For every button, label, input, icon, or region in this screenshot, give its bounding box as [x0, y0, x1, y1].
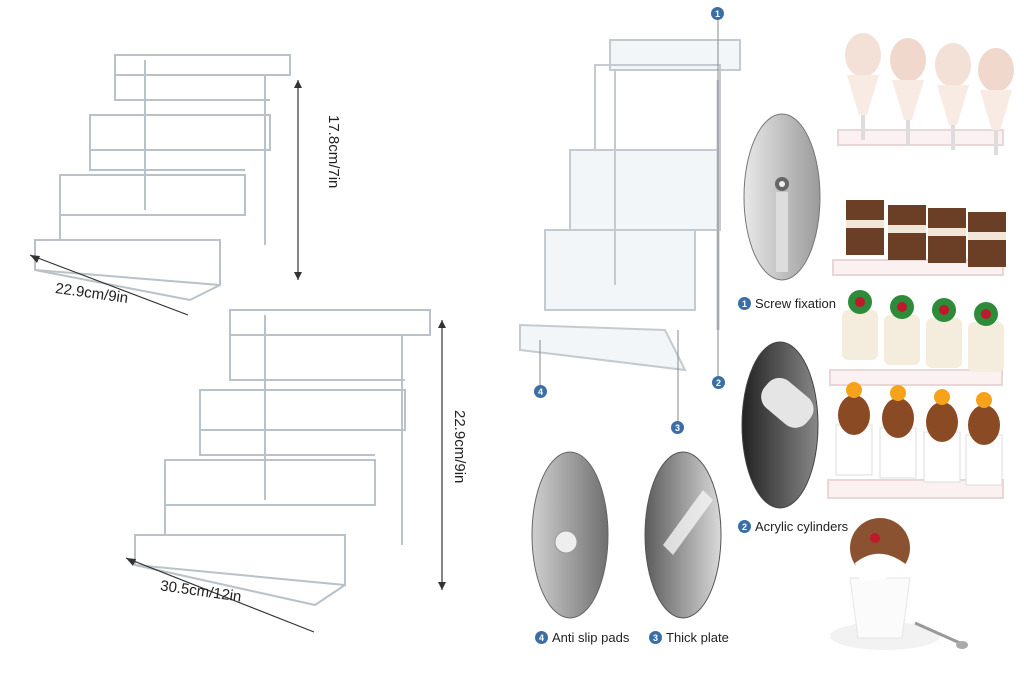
large-height-label: 22.9cm/9in — [451, 410, 468, 484]
plate-closeup-icon — [644, 451, 722, 619]
screw-closeup-icon — [743, 113, 821, 281]
pin-4: 4 — [534, 385, 547, 398]
cylinder-closeup-icon — [741, 341, 819, 509]
acrylic-riser-small-icon — [34, 54, 291, 302]
pin-3: 3 — [671, 421, 684, 434]
callout-label: Screw fixation — [755, 296, 836, 311]
callout-number: 1 — [738, 297, 751, 310]
callout-label: Anti slip pads — [552, 630, 630, 645]
callout-thick-plate: 3 Thick plate — [649, 630, 729, 645]
callout-label: Thick plate — [666, 630, 729, 645]
callout-number: 4 — [535, 631, 548, 644]
pin-1: 1 — [711, 7, 724, 20]
callout-label: Acrylic cylinders — [755, 519, 849, 534]
small-height-label: 17.8cm/7in — [325, 115, 342, 189]
callout-screw-fixation: 1 Screw fixation — [738, 296, 836, 311]
pad-closeup-icon — [531, 451, 609, 619]
dessert-display-icon — [827, 33, 1014, 499]
pin-2: 2 — [712, 376, 725, 389]
callout-number: 2 — [738, 520, 751, 533]
callout-anti-slip-pads: 4 Anti slip pads — [535, 630, 629, 645]
small-width-arrow — [29, 254, 189, 316]
acrylic-riser-exploded-icon — [519, 10, 741, 425]
large-height-arrow — [438, 320, 446, 590]
large-width-arrow — [125, 557, 315, 633]
callout-number: 3 — [649, 631, 662, 644]
acrylic-riser-large-icon — [134, 309, 431, 607]
callout-acrylic-cylinders: 2 Acrylic cylinders — [738, 519, 848, 534]
small-height-arrow — [294, 80, 302, 280]
cupcake-icon — [830, 518, 968, 650]
